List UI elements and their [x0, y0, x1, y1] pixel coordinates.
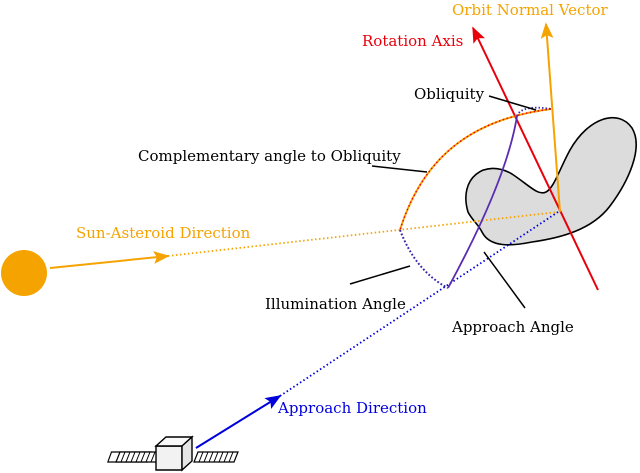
- obliquity-leader: [488, 95, 537, 111]
- approach-angle-label: Approach Angle: [451, 318, 574, 336]
- approach-angle-leader: [483, 251, 526, 309]
- illumination-leader: [349, 265, 411, 285]
- sun-icon: [1, 250, 47, 296]
- orbit-normal-arrow: [540, 22, 561, 213]
- spacecraft-icon: [107, 435, 239, 472]
- rotation-axis-label: Rotation Axis: [362, 32, 463, 50]
- rotation-axis-arrow: [472, 26, 599, 291]
- orbit-normal-label: Orbit Normal Vector: [452, 1, 609, 19]
- complementary-leader: [371, 165, 428, 173]
- approach-angle-arc: [447, 115, 518, 289]
- complementary-angle-label: Complementary angle to Obliquity: [138, 147, 401, 165]
- sun-direction-dotted: [167, 211, 559, 257]
- obliquity-label: Obliquity: [414, 85, 485, 103]
- asteroid-shape: [465, 117, 637, 246]
- approach-direction-label: Approach Direction: [277, 399, 427, 417]
- sun-asteroid-direction-label: Sun-Asteroid Direction: [76, 224, 251, 242]
- approach-direction-arrow: [195, 395, 282, 449]
- illumination-angle-label: Illumination Angle: [265, 295, 406, 313]
- sun-direction-arrow: [49, 251, 170, 269]
- illumination-angle-arc: [399, 229, 449, 289]
- complementary-angle-arc-dots: [399, 108, 552, 231]
